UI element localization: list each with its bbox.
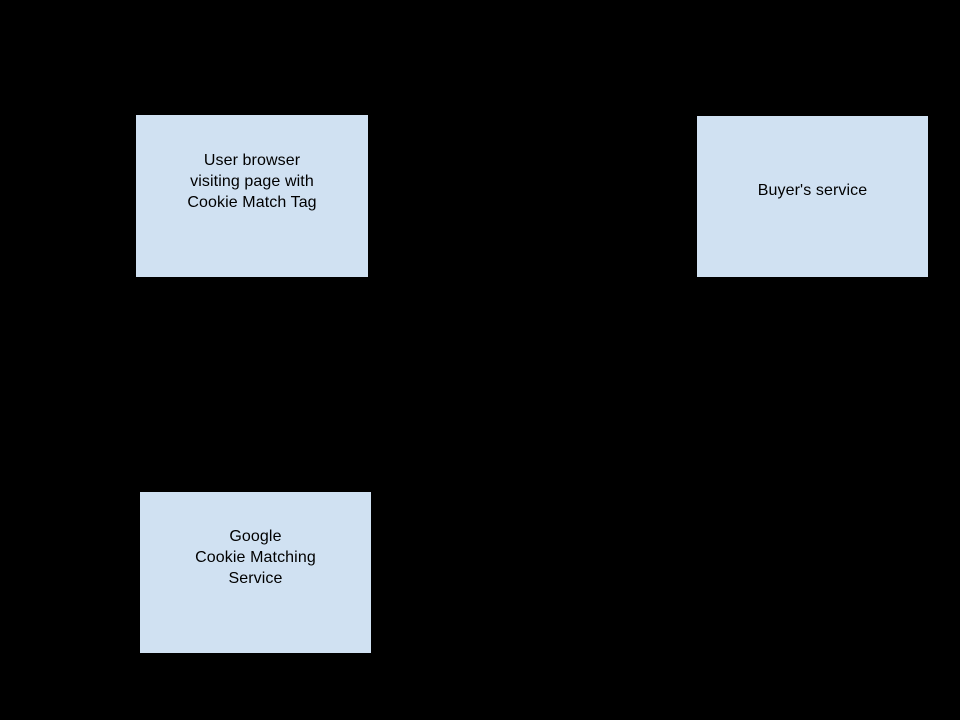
node-buyers-service-label: Buyer's service (757, 182, 868, 199)
node-user-browser[interactable]: User browser visiting page with Cookie M… (136, 115, 368, 277)
node-user-browser-label: User browser visiting page with Cookie M… (187, 151, 317, 211)
node-buyers-service[interactable]: Buyer's service (697, 116, 928, 277)
node-google-cookie-matching-service-label: Google Cookie Matching Service (195, 528, 316, 587)
node-google-cookie-matching-service[interactable]: Google Cookie Matching Service (140, 492, 371, 653)
